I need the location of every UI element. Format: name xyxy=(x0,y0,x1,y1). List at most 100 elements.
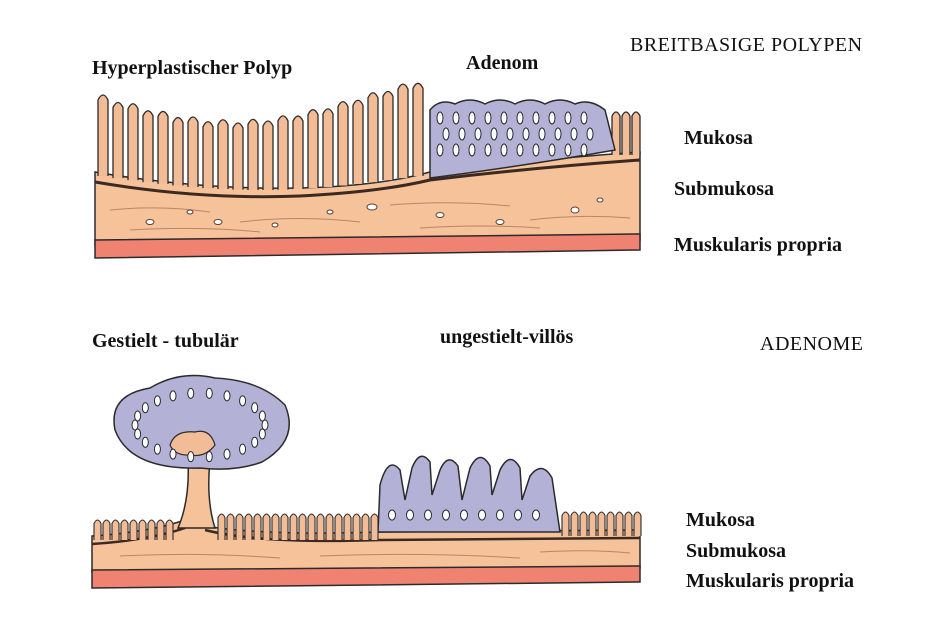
gland xyxy=(539,128,545,140)
crypt xyxy=(368,93,378,182)
crypt xyxy=(130,520,137,540)
crypt xyxy=(121,520,128,540)
crypt xyxy=(371,514,378,540)
gland xyxy=(154,396,160,406)
crypt xyxy=(580,512,587,536)
crypt xyxy=(188,117,198,187)
gland xyxy=(507,128,513,140)
crypt xyxy=(299,514,306,540)
crypt xyxy=(308,514,315,540)
gland xyxy=(523,128,529,140)
crypt xyxy=(308,110,318,188)
crypt xyxy=(113,102,123,178)
gland xyxy=(206,388,212,398)
crypt xyxy=(353,100,363,184)
gland xyxy=(259,429,265,439)
crypt xyxy=(143,111,153,182)
gland xyxy=(565,112,571,124)
crypt xyxy=(139,520,146,540)
gland xyxy=(571,128,577,140)
gland xyxy=(479,510,486,520)
crypt xyxy=(398,84,408,178)
crypt xyxy=(571,512,578,536)
gland xyxy=(453,112,459,124)
gland xyxy=(485,144,491,156)
gland xyxy=(581,112,587,124)
gland xyxy=(475,128,481,140)
crypt xyxy=(383,91,393,180)
label-hyperplastischer-polyp: Hyperplastischer Polyp xyxy=(92,57,292,80)
crypt xyxy=(335,514,342,540)
label-adenom: Adenom xyxy=(466,52,538,75)
crypt xyxy=(148,520,155,540)
gland xyxy=(581,144,587,156)
crypt xyxy=(290,514,297,540)
crypt xyxy=(203,122,213,188)
label-ungestielt-villos: ungestielt-villös xyxy=(440,326,573,349)
gland xyxy=(154,444,160,454)
gland xyxy=(425,510,432,520)
crypt xyxy=(254,514,261,540)
crypt xyxy=(598,512,605,536)
gland xyxy=(142,437,148,447)
crypt xyxy=(263,514,270,540)
gland xyxy=(565,144,571,156)
label-gestielt-tubular: Gestielt - tubulär xyxy=(92,330,239,353)
crypt xyxy=(248,119,258,190)
gland xyxy=(188,452,194,462)
crypt xyxy=(218,514,225,540)
label-bottom-mukosa: Mukosa xyxy=(686,509,755,532)
gland xyxy=(206,452,212,462)
gland xyxy=(142,403,148,413)
crypt xyxy=(562,512,569,536)
crypt xyxy=(625,512,632,536)
gland xyxy=(533,510,540,520)
crypt xyxy=(227,514,234,540)
label-top-submukosa: Submukosa xyxy=(674,178,774,201)
gland xyxy=(469,112,475,124)
gland xyxy=(259,411,265,421)
crypt xyxy=(236,514,243,540)
crypt xyxy=(589,512,596,536)
gland xyxy=(515,510,522,520)
polyp-stalk xyxy=(178,460,215,528)
label-bottom-muskularis: Muskularis propria xyxy=(686,570,854,593)
crypt xyxy=(245,514,252,540)
gland xyxy=(461,510,468,520)
label-top-muskularis: Muskularis propria xyxy=(674,234,842,257)
crypt xyxy=(278,116,288,190)
crypt xyxy=(158,111,168,183)
gland xyxy=(135,411,141,421)
gland xyxy=(224,449,230,459)
gland xyxy=(252,437,258,447)
crypt xyxy=(281,514,288,540)
crypt xyxy=(323,109,333,187)
gland xyxy=(453,144,459,156)
gland xyxy=(170,449,176,459)
crypt xyxy=(632,112,640,155)
gland xyxy=(459,128,465,140)
crypt xyxy=(98,95,108,176)
gland xyxy=(497,510,504,520)
label-top-mukosa: Mukosa xyxy=(684,127,753,150)
gland xyxy=(549,112,555,124)
crypt xyxy=(413,83,423,176)
crypt xyxy=(166,520,173,540)
gland xyxy=(252,403,258,413)
gland xyxy=(224,391,230,401)
gland xyxy=(262,420,268,430)
crypt xyxy=(317,514,324,540)
gland xyxy=(170,391,176,401)
label-bottom-submukosa: Submukosa xyxy=(686,540,786,563)
crypt xyxy=(173,118,183,186)
crypt xyxy=(326,514,333,540)
gland xyxy=(517,144,523,156)
villous-adenoma xyxy=(378,456,560,532)
gland xyxy=(240,396,246,406)
crypt xyxy=(233,123,243,190)
crypt xyxy=(362,514,369,540)
heading-breitbasige-polypen: BREITBASIGE POLYPEN xyxy=(630,34,863,57)
top-tissue-section xyxy=(95,83,640,258)
crypt xyxy=(112,520,119,540)
crypt xyxy=(157,520,164,540)
